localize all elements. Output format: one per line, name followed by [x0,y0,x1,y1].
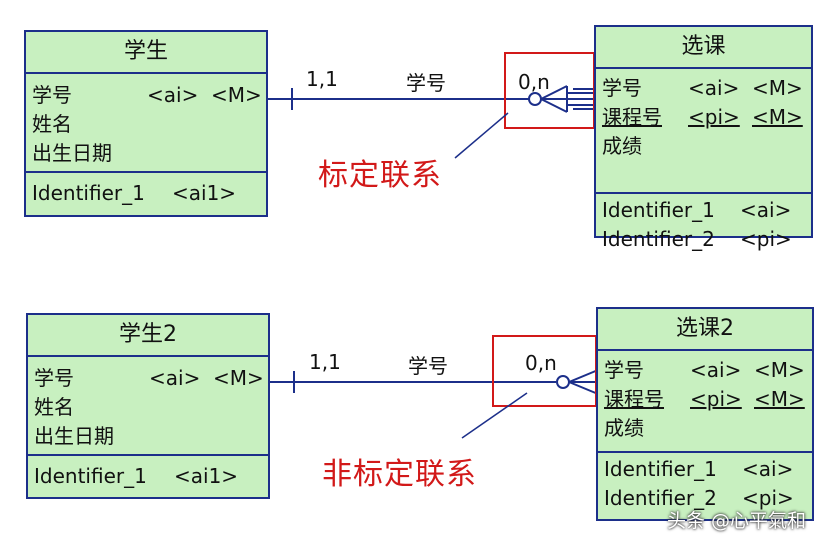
attribute-row: 姓名 [28,393,268,422]
top-crowfoot-dependent [540,85,595,113]
cardinality-left: 1,1 [309,350,341,374]
attribute-row: 学号 <ai> <M> [596,74,811,103]
attribute-name: 课程号 [602,105,662,129]
attribute-list: 学号 <ai> <M> 姓名 出生日期 [28,357,268,456]
attribute-row: 姓名 [26,110,266,139]
attribute-row: 学号 <ai> <M> [28,364,268,393]
identifier-row: Identifier_1 <ai> [598,455,812,484]
attribute-row: 课程号 <pi> <M> [596,103,811,132]
identifier-tag: <pi> [740,227,792,251]
relationship-role: 学号 [408,354,448,378]
attribute-mandatory-tag: <M> [752,76,803,100]
attribute-name: 出生日期 [34,424,114,448]
attribute-mandatory-tag: <M> [213,366,264,390]
attribute-name: 成绩 [602,134,642,158]
entity-student2[interactable]: 学生2 学号 <ai> <M> 姓名 出生日期 Identifier_1 <ai… [26,313,270,499]
attribute-alt-id-tag: <ai> [147,83,199,107]
attribute-row: 学号 <ai> <M> [598,356,812,385]
attribute-primary-id-tag: <pi> [688,105,740,129]
attribute-name: 成绩 [604,416,644,440]
identifier-tag: <ai> [740,198,792,222]
entity-title: 选课 [596,27,811,69]
attribute-mandatory-tag: <M> [752,105,803,129]
identifier-tag: <ai1> [174,464,239,488]
attribute-alt-id-tag: <ai> [690,358,742,382]
identifier-name: Identifier_1 [32,181,145,205]
attribute-mandatory-tag: <M> [211,83,262,107]
top-annotation-pointer [454,112,509,159]
attribute-row: 成绩 [596,132,811,161]
attribute-list: 学号 <ai> <M> 姓名 出生日期 [26,74,266,173]
cardinality-left: 1,1 [306,67,338,91]
attribute-alt-id-tag: <ai> [688,76,740,100]
attribute-name: 姓名 [32,112,72,136]
annotation-identifying-relationship: 标定联系 [318,158,442,193]
top-optional-circle [528,92,542,106]
identifier-name: Identifier_2 [604,486,717,510]
attribute-name: 课程号 [604,387,664,411]
relationship-role: 学号 [406,71,446,95]
attribute-primary-id-tag: <pi> [690,387,742,411]
attribute-list: 学号 <ai> <M> 课程号 <pi> <M> 成绩 [598,351,812,453]
cardinality-right: 0,n [525,351,557,375]
identifier-list: Identifier_1 <ai> Identifier_2 <pi> [596,194,811,254]
entity-title: 选课2 [598,309,812,351]
attribute-name: 姓名 [34,395,74,419]
attribute-name: 学号 [604,358,644,382]
entity-course-selection2[interactable]: 选课2 学号 <ai> <M> 课程号 <pi> <M> 成绩 Identifi… [596,307,814,521]
attribute-name: 学号 [602,76,642,100]
attribute-row: 课程号 <pi> <M> [598,385,812,414]
identifier-name: Identifier_1 [604,457,717,481]
identifier-row: Identifier_1 <ai1> [28,462,268,491]
annotation-non-identifying-relationship: 非标定联系 [322,457,477,492]
attribute-name: 出生日期 [32,141,112,165]
attribute-name: 学号 [32,83,72,107]
identifier-list: Identifier_1 <ai1> [26,173,266,208]
identifier-row: Identifier_2 <pi> [596,225,811,254]
attribute-alt-id-tag: <ai> [149,366,201,390]
bottom-optional-circle [556,375,570,389]
identifier-row: Identifier_2 <pi> [598,484,812,513]
entity-title: 学生2 [28,315,268,357]
identifier-row: Identifier_1 <ai> [596,196,811,225]
attribute-row: 出生日期 [28,422,268,451]
bottom-crowfoot [568,369,599,395]
identifier-list: Identifier_1 <ai> Identifier_2 <pi> [598,453,812,513]
entity-title: 学生 [26,32,266,74]
watermark: 头条 @心平氣和 [667,510,807,532]
identifier-tag: <ai1> [172,181,237,205]
attribute-name: 学号 [34,366,74,390]
identifier-list: Identifier_1 <ai1> [28,456,268,491]
bottom-annotation-pointer [461,392,528,439]
identifier-name: Identifier_1 [34,464,147,488]
identifier-name: Identifier_2 [602,227,715,251]
attribute-mandatory-tag: <M> [754,358,805,382]
attribute-mandatory-tag: <M> [754,387,805,411]
attribute-list: 学号 <ai> <M> 课程号 <pi> <M> 成绩 [596,69,811,194]
attribute-row: 成绩 [598,414,812,443]
cardinality-right: 0,n [518,70,550,94]
identifier-tag: <pi> [742,486,794,510]
entity-course-selection[interactable]: 选课 学号 <ai> <M> 课程号 <pi> <M> 成绩 Identifie… [594,25,813,251]
entity-student[interactable]: 学生 学号 <ai> <M> 姓名 出生日期 Identifier_1 <ai1… [24,30,268,217]
identifier-name: Identifier_1 [602,198,715,222]
identifier-tag: <ai> [742,457,794,481]
identifier-row: Identifier_1 <ai1> [26,179,266,208]
attribute-row: 出生日期 [26,139,266,168]
attribute-row: 学号 <ai> <M> [26,81,266,110]
